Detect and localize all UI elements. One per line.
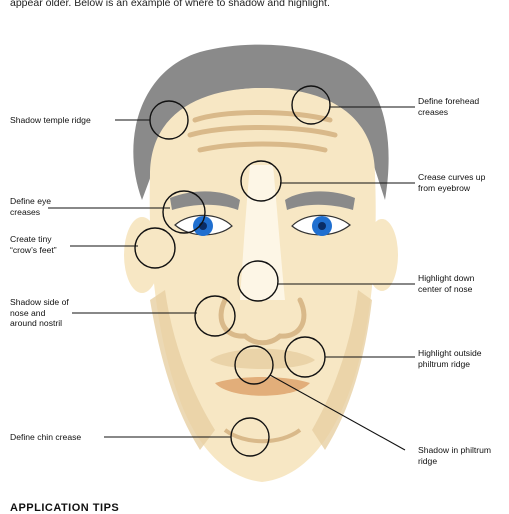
label-shadow-nostril: Shadow side of nose and around nostril — [10, 297, 69, 329]
label-shadow-philtrum: Shadow in philtrum ridge — [418, 445, 491, 466]
section-heading: APPLICATION TIPS — [10, 502, 119, 514]
label-highlight-philtrum: Highlight outside philtrum ridge — [418, 348, 482, 369]
label-highlight-nose: Highlight down center of nose — [418, 273, 474, 294]
label-crease-curves-eyebrow: Crease curves up from eyebrow — [418, 172, 485, 193]
label-define-eye-creases: Define eye creases — [10, 196, 51, 217]
label-define-forehead-creases: Define forehead creases — [418, 96, 479, 117]
label-shadow-temple-ridge: Shadow temple ridge — [10, 115, 91, 126]
label-crows-feet: Create tiny “crow’s feet” — [10, 234, 57, 255]
label-define-chin-crease: Define chin crease — [10, 432, 81, 443]
